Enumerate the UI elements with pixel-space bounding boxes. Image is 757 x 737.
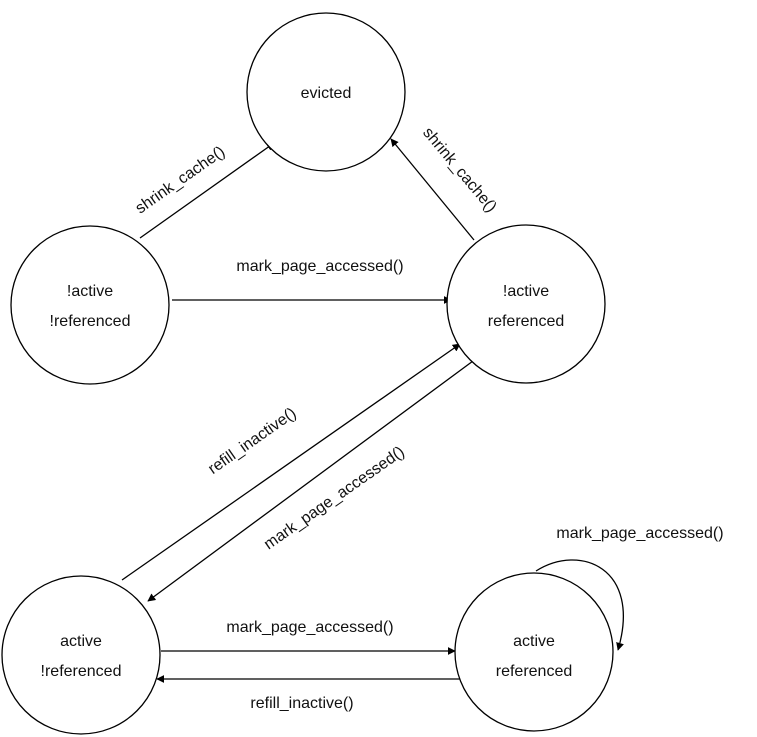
state-label: evicted: [301, 85, 352, 102]
state-label-line1: !active: [503, 283, 549, 300]
edge-inactive-ref-to-evicted: [390, 138, 475, 241]
state-label-line1: active: [513, 633, 555, 650]
edge-label-refill-inactive-up: refill_inactive(): [205, 405, 299, 478]
state-active-unreferenced: active !referenced: [1, 575, 161, 735]
state-label-line1: !active: [67, 283, 113, 300]
edge-inactive-unref-to-evicted: [139, 142, 275, 239]
edge-label-active-refill-inactive: refill_inactive(): [250, 695, 353, 712]
state-active-referenced: active referenced: [454, 572, 614, 732]
edge-label-active-mark-accessed: mark_page_accessed(): [226, 619, 393, 636]
edge-label-shrink-cache-left: shrink_cache(): [133, 143, 229, 217]
state-label-line2: !referenced: [41, 663, 122, 680]
edge-inactive-ref-to-active-unref: [147, 360, 474, 602]
state-label-line2: referenced: [496, 663, 573, 680]
state-inactive-unreferenced: !active !referenced: [10, 225, 170, 385]
state-evicted: evicted: [246, 12, 406, 172]
state-label-line2: referenced: [488, 313, 565, 330]
state-label-line1: active: [60, 633, 102, 650]
edge-label-mark-accessed-down: mark_page_accessed(): [261, 443, 408, 553]
state-label-line2: !referenced: [50, 313, 131, 330]
state-inactive-referenced: !active referenced: [446, 224, 606, 384]
edge-label-shrink-cache-right: shrink_cache(): [419, 124, 499, 215]
edge-active-ref-self-loop: [535, 559, 624, 651]
edge-label-self-loop-mark-accessed: mark_page_accessed(): [556, 525, 723, 542]
edge-label-inactive-mark-accessed: mark_page_accessed(): [236, 258, 403, 275]
edge-active-unref-to-inactive-ref: [121, 343, 461, 581]
